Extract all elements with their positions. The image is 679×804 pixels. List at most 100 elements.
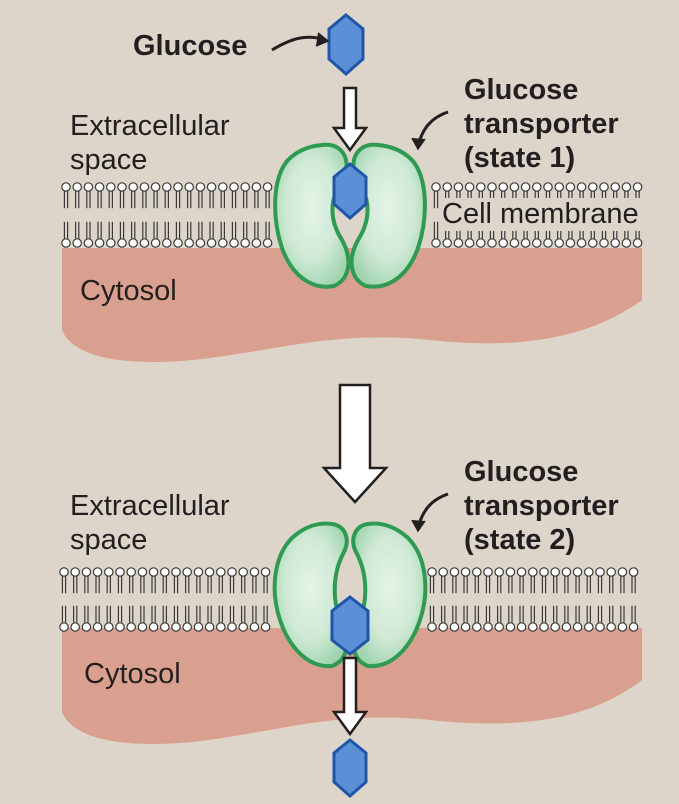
phospholipid <box>238 605 248 632</box>
phospholipid <box>606 567 616 594</box>
phospholipid <box>583 567 594 594</box>
phospholipid <box>471 567 482 594</box>
phospholipid <box>171 605 181 632</box>
phospholipid <box>83 221 94 248</box>
phospholipid <box>240 221 250 248</box>
phospholipid <box>262 221 273 248</box>
transporter-1-label-b: transporter <box>464 108 619 140</box>
phospholipid <box>494 605 504 632</box>
phospholipid <box>195 221 206 248</box>
phospholipid <box>193 605 204 632</box>
phospholipid <box>218 221 228 248</box>
phospholipid <box>628 567 639 594</box>
glucose-transporter-state-2 <box>272 521 428 669</box>
phospholipid <box>148 567 159 594</box>
phospholipid <box>150 182 161 209</box>
phospholipid <box>494 567 504 594</box>
phospholipid <box>81 567 92 594</box>
phospholipid <box>117 221 127 248</box>
phospholipid <box>572 605 583 632</box>
phospholipid <box>61 182 71 209</box>
phospholipid <box>505 605 516 632</box>
phospholipid <box>150 221 161 248</box>
phospholipid <box>251 182 262 209</box>
phospholipid <box>227 605 237 632</box>
transporter-2-label-c: (state 2) <box>464 524 576 556</box>
extracellular-space-label-2a: Extracellular <box>70 490 230 522</box>
phospholipid <box>505 567 516 594</box>
curved-arrow-icon-transporter-2 <box>411 492 449 533</box>
phospholipid <box>438 605 448 632</box>
curved-arrow-icon-transporter-1 <box>411 110 449 151</box>
phospholipid <box>431 221 441 248</box>
cell-membrane-label: Cell membrane <box>440 198 641 232</box>
phospholipid <box>449 567 460 594</box>
extracellular-space-label-1a: Extracellular <box>70 110 230 142</box>
phospholipid <box>527 567 538 594</box>
curved-arrow-icon-glucose <box>271 32 330 52</box>
phospholipid <box>106 221 116 248</box>
phospholipid <box>516 567 527 594</box>
phospholipid <box>204 605 215 632</box>
phospholipid <box>260 605 271 632</box>
phospholipid <box>83 182 94 209</box>
phospholipid <box>561 567 572 594</box>
phospholipid <box>117 182 127 209</box>
phospholipid <box>617 605 628 632</box>
phospholipid <box>61 221 71 248</box>
phospholipid <box>471 605 482 632</box>
phospholipid <box>115 605 125 632</box>
phospholipid <box>262 182 273 209</box>
arrow-glucose-exiting <box>331 656 369 737</box>
transporter-2-left-subunit <box>272 521 349 669</box>
phospholipid <box>427 605 437 632</box>
phospholipid <box>162 182 172 209</box>
phospholipid <box>59 567 69 594</box>
phospholipid <box>72 221 82 248</box>
phospholipid <box>227 567 237 594</box>
phospholipid <box>160 567 170 594</box>
phospholipid <box>550 567 560 594</box>
phospholipid <box>218 182 228 209</box>
phospholipid <box>260 567 271 594</box>
phospholipid <box>249 567 260 594</box>
phospholipid <box>128 182 138 209</box>
phospholipid <box>483 605 493 632</box>
cytosol-label-2: Cytosol <box>84 658 181 690</box>
phospholipid <box>126 605 136 632</box>
phospholipid <box>431 182 441 209</box>
phospholipid <box>539 605 549 632</box>
phospholipid <box>595 605 605 632</box>
phospholipid <box>81 605 92 632</box>
phospholipid <box>617 567 628 594</box>
phospholipid <box>182 605 192 632</box>
phospholipid <box>104 567 114 594</box>
phospholipid <box>520 182 531 209</box>
phospholipid <box>148 605 159 632</box>
phospholipid <box>59 605 69 632</box>
phospholipid <box>206 221 217 248</box>
arrow-glucose-entering <box>331 86 369 153</box>
phospholipid <box>628 605 639 632</box>
phospholipid <box>249 605 260 632</box>
phospholipid <box>184 182 194 209</box>
phospholipid <box>216 567 226 594</box>
phospholipid <box>115 567 125 594</box>
glucose-molecule-released <box>332 738 368 798</box>
extracellular-space-label-1b: space <box>70 144 148 176</box>
phospholipid <box>204 567 215 594</box>
phospholipid <box>460 605 471 632</box>
phospholipid <box>128 221 138 248</box>
glucose-molecule-free <box>327 13 365 77</box>
transporter-2-label-a: Glucose <box>464 456 579 488</box>
phospholipid <box>92 605 103 632</box>
phospholipid <box>527 605 538 632</box>
phospholipid <box>173 221 183 248</box>
phospholipid <box>184 221 194 248</box>
phospholipid <box>106 182 116 209</box>
phospholipid <box>126 567 136 594</box>
phospholipid <box>216 605 226 632</box>
phospholipid <box>104 605 114 632</box>
glucose-transporter-state-1 <box>273 142 427 289</box>
